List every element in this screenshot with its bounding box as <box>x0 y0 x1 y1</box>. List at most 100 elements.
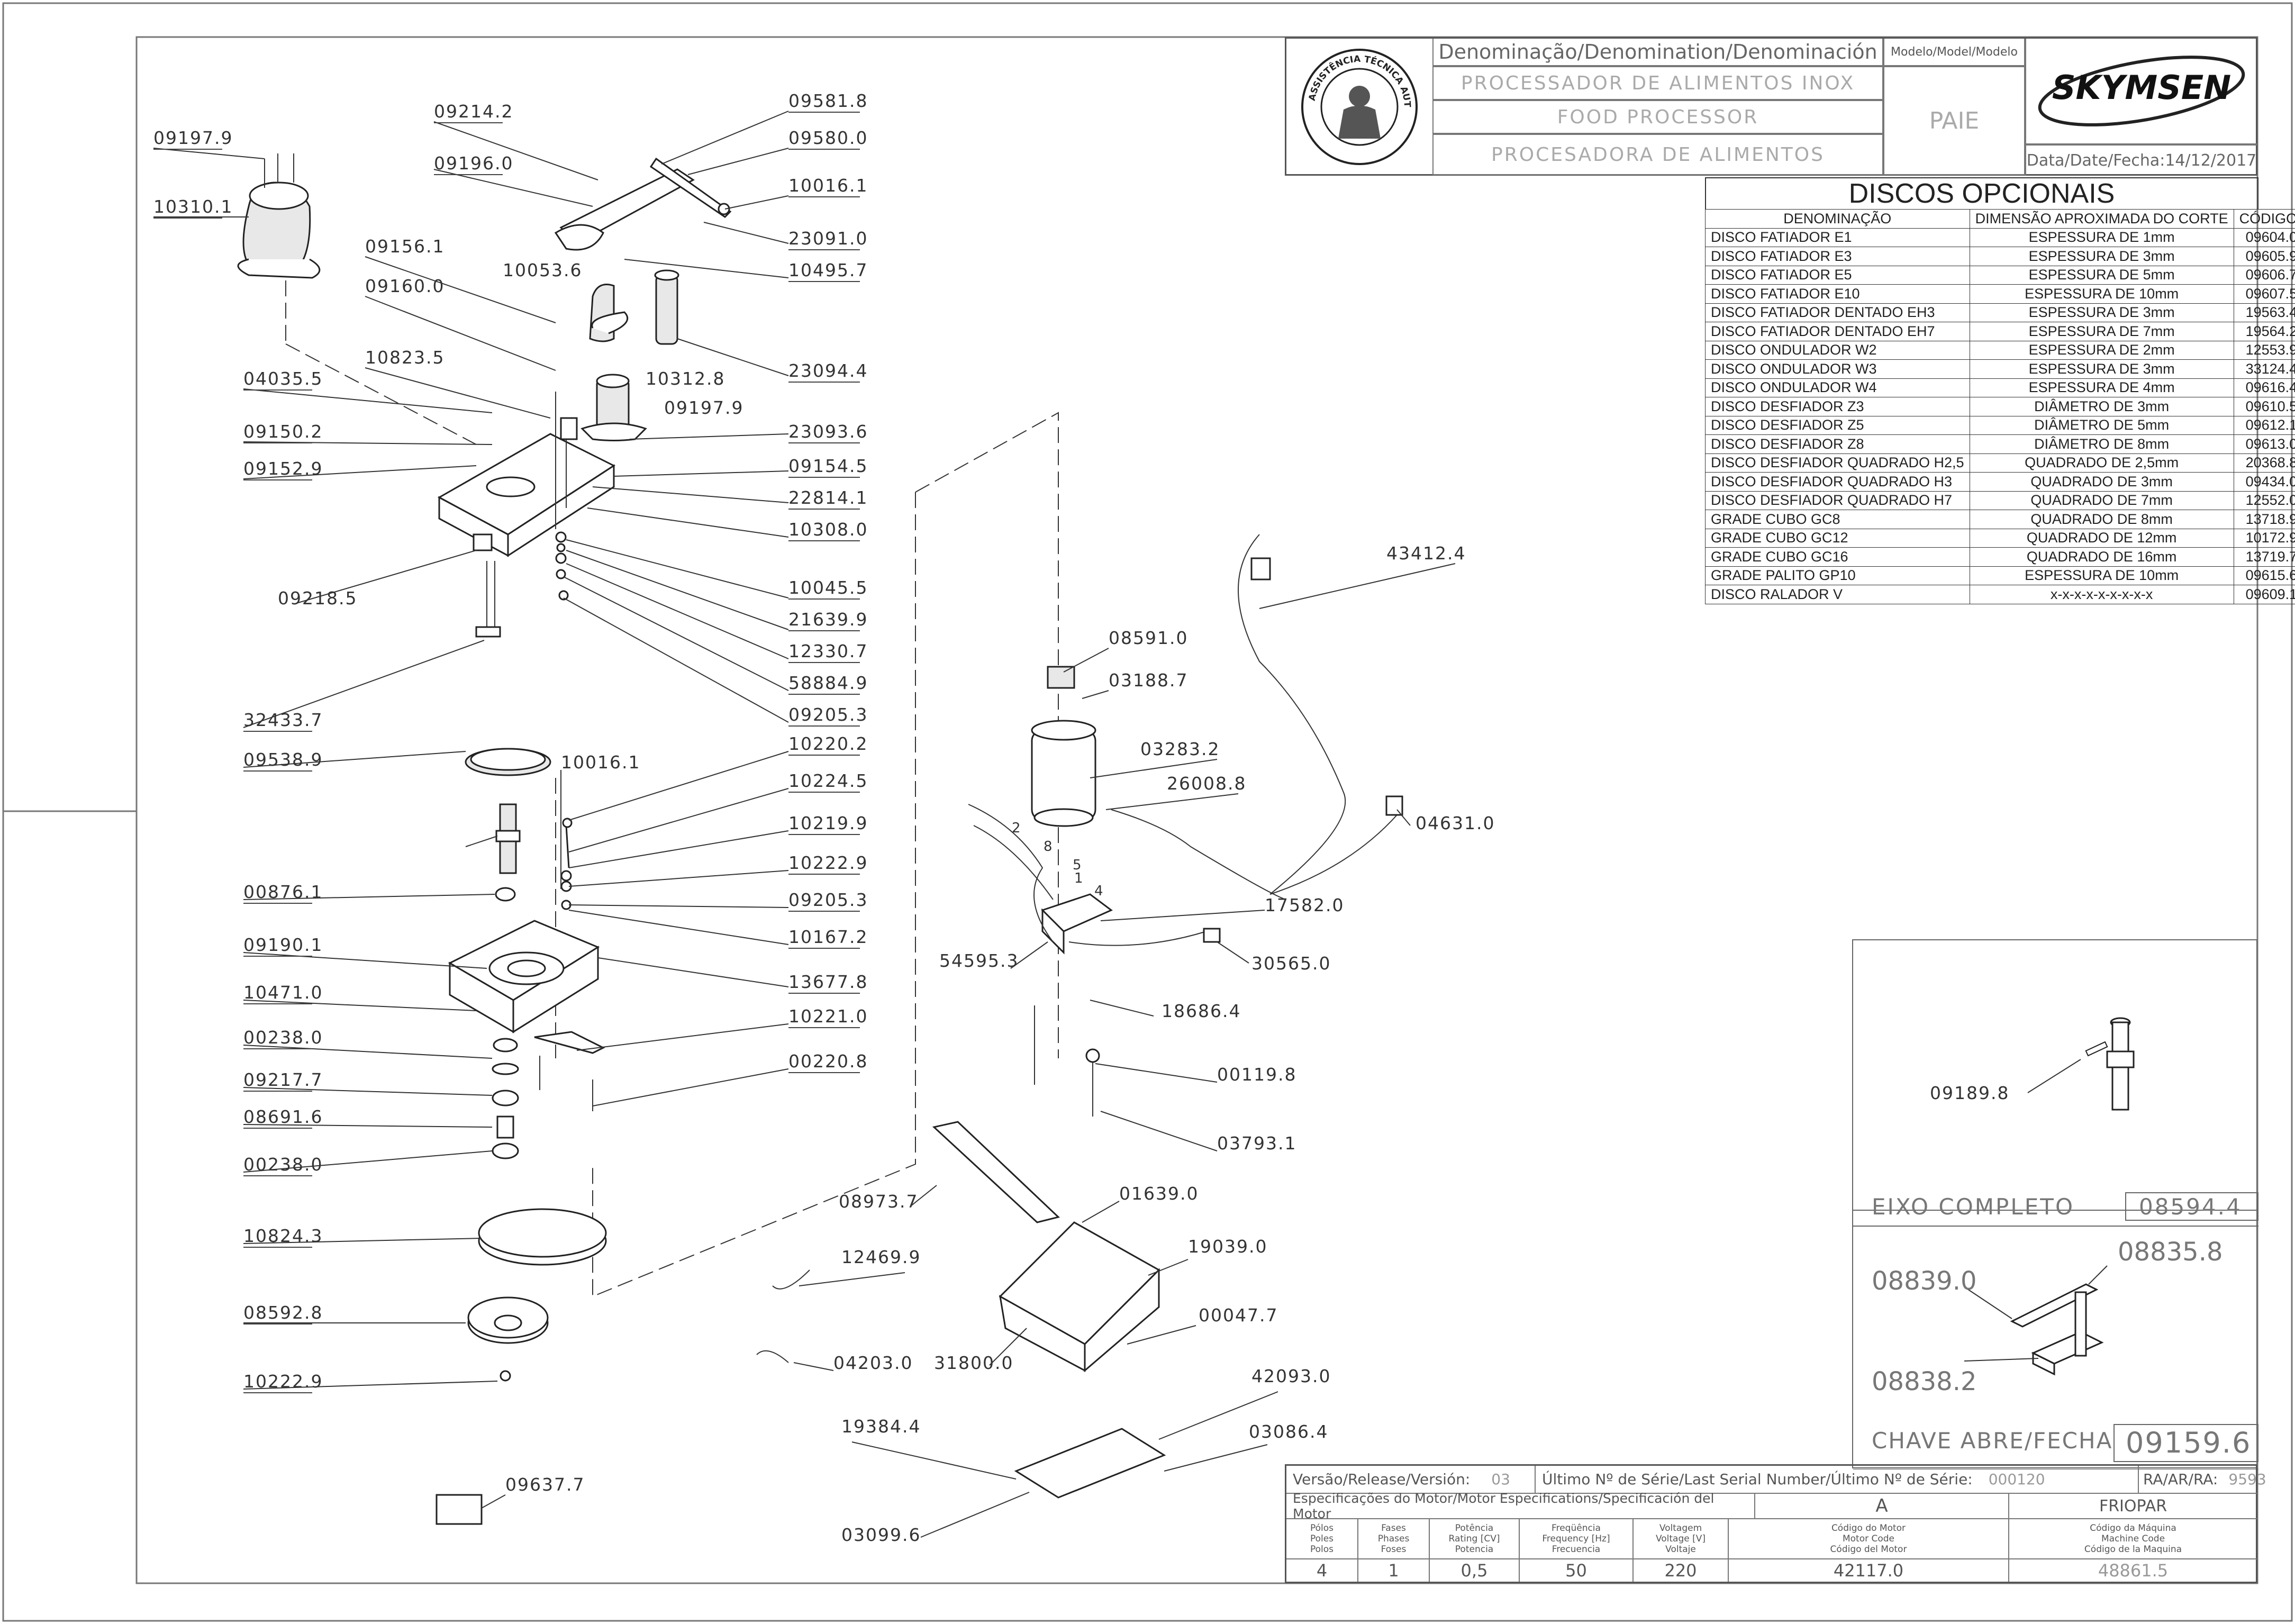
disc-shaft-assembly <box>465 748 573 910</box>
disc-dimension: QUADRADO DE 16mm <box>1969 547 2234 567</box>
part-label: 01639.0 <box>1119 1183 1199 1204</box>
date-label: Data/Date/Fecha: <box>2026 151 2165 170</box>
part-label: 00047.7 <box>1199 1305 1278 1326</box>
motor-spec-block: Versão/Release/Versión: 03 Último Nº de … <box>1285 1464 2266 1583</box>
disc-code: 09434.0 <box>2233 472 2295 492</box>
wire-number: 4 <box>1094 883 1103 899</box>
spec-header-line: Poles <box>1310 1534 1334 1544</box>
part-label: 08838.2 <box>1872 1367 1977 1396</box>
part-label: 08839.0 <box>1872 1266 1977 1296</box>
disc-denomination: DISCO ONDULADOR W4 <box>1705 378 1970 397</box>
table-header-row: DENOMINAÇÃO DIMENSÃO APROXIMADA DO CORTE… <box>1705 209 2295 229</box>
part-label: 21639.9 <box>788 609 868 630</box>
part-label: 10495.7 <box>788 260 868 280</box>
disc-denomination: DISCO DESFIADOR QUADRADO H7 <box>1705 491 1970 510</box>
disc-denomination: DISCO DESFIADOR Z5 <box>1705 415 1970 435</box>
name-pt: PROCESSADOR DE ALIMENTOS INOX <box>1432 66 1883 100</box>
disc-dimension: QUADRADO DE 2,5mm <box>1969 453 2234 473</box>
part-label: 03188.7 <box>1109 670 1188 691</box>
disc-dimension: ESPESSURA DE 5mm <box>1969 265 2234 285</box>
disc-dimension: ESPESSURA DE 2mm <box>1969 340 2234 360</box>
denomination-header: Denominação/Denomination/Denominación <box>1432 39 1883 66</box>
disc-denomination: DISCO FATIADOR E10 <box>1705 284 1970 304</box>
disc-dimension: x-x-x-x-x-x-x-x-x <box>1969 585 2234 604</box>
guide-lines <box>285 280 1059 1298</box>
part-label: 10222.9 <box>788 852 868 873</box>
disc-denomination: GRADE CUBO GC16 <box>1705 547 1970 567</box>
disc-code: 09613.0 <box>2233 434 2295 454</box>
model-header: Modelo/Model/Modelo <box>1883 39 2025 66</box>
part-label: 09197.9 <box>664 397 743 418</box>
part-labels: 09197.9 10310.1 09214.2 09196.0 09581.8 … <box>153 90 1495 1545</box>
disc-dimension: DIÂMETRO DE 3mm <box>1969 397 2234 416</box>
part-label: 12469.9 <box>841 1247 921 1267</box>
seal-icon: ASSISTÊNCIA TÉCNICA AUTORIZADA <box>1293 41 1418 165</box>
part-label: 09156.1 <box>365 236 445 257</box>
part-label: 08835.8 <box>2118 1237 2223 1267</box>
part-label: 09154.5 <box>788 456 868 476</box>
model-value: PAIE <box>1883 66 2025 175</box>
spec-header-line: Pólos <box>1310 1523 1334 1534</box>
part-label: 10053.6 <box>503 260 582 280</box>
part-label: 08691.6 <box>243 1106 323 1127</box>
disc-denomination: DISCO RALADOR V <box>1705 585 1970 604</box>
serial-field: Último Nº de Série/Last Serial Number/Úl… <box>1535 1466 2138 1493</box>
disc-denomination: DISCO DESFIADOR QUADRADO H3 <box>1705 472 1970 492</box>
disc-dimension: ESPESSURA DE 3mm <box>1969 359 2234 379</box>
part-label: 22814.1 <box>788 487 868 508</box>
disc-code: 09609.1 <box>2233 585 2295 604</box>
part-label: 03793.1 <box>1217 1133 1296 1154</box>
shaft-detail <box>2027 1017 2135 1111</box>
disc-dimension: ESPESSURA DE 10mm <box>1969 284 2234 304</box>
svg-text:SKYMSEN: SKYMSEN <box>2052 68 2231 107</box>
part-label: 58884.9 <box>788 673 868 693</box>
part-label: 10471.0 <box>243 982 323 1003</box>
part-label: 10219.9 <box>788 813 868 833</box>
spec-header-line: Código da Máquina <box>2090 1523 2176 1534</box>
spec-header-line: Motor Code <box>1842 1534 1895 1544</box>
wire-number: 1 <box>1074 870 1083 886</box>
version-value: 03 <box>1491 1471 1510 1488</box>
title-block: ASSISTÊNCIA TÉCNICA AUTORIZADA Denominaç… <box>1285 37 2257 176</box>
disc-denomination: GRADE CUBO GC8 <box>1705 510 1970 529</box>
bowl-base-assembly <box>436 920 607 1525</box>
disc-dimension: ESPESSURA DE 3mm <box>1969 303 2234 322</box>
part-label: 09580.0 <box>788 128 868 148</box>
part-label: 17582.0 <box>1265 895 1344 915</box>
part-label: 04631.0 <box>1416 813 1495 833</box>
base-housing-assembly <box>756 1121 1166 1499</box>
wire-number: 5 <box>1073 857 1082 873</box>
spec-header-line: Polos <box>1310 1544 1334 1555</box>
detail-panel: 09189.8 EIXO COMPLETO 08594.4 08839.0 08… <box>1852 939 2258 1469</box>
disc-code: 09616.4 <box>2233 378 2295 397</box>
disc-denomination: DISCO DESFIADOR QUADRADO H2,5 <box>1705 453 1970 473</box>
discs-table-grid: DENOMINAÇÃO DIMENSÃO APROXIMADA DO CORTE… <box>1705 209 2295 604</box>
part-label: 00119.8 <box>1217 1064 1296 1085</box>
part-label: 09538.9 <box>243 749 323 770</box>
part-label: 08973.7 <box>839 1191 918 1212</box>
disc-code: 09606.7 <box>2233 265 2295 285</box>
date-value: 14/12/2017 <box>2165 151 2257 170</box>
spec-header-line: Voltagem <box>1659 1523 1702 1534</box>
label-plate <box>436 1494 483 1525</box>
brand-logo: SKYMSEN <box>2025 39 2257 144</box>
part-label: 10220.2 <box>788 733 868 754</box>
disc-code: 09605.9 <box>2233 247 2295 266</box>
part-label: 03086.4 <box>1249 1421 1328 1442</box>
serial-label: Último Nº de Série/Last Serial Number/Úl… <box>1542 1471 1973 1488</box>
spec-header-line: Fases <box>1381 1523 1406 1534</box>
disc-denomination: GRADE CUBO GC12 <box>1705 528 1970 548</box>
supplier: FRIOPAR <box>2009 1493 2257 1519</box>
part-label: 26008.8 <box>1167 773 1246 794</box>
